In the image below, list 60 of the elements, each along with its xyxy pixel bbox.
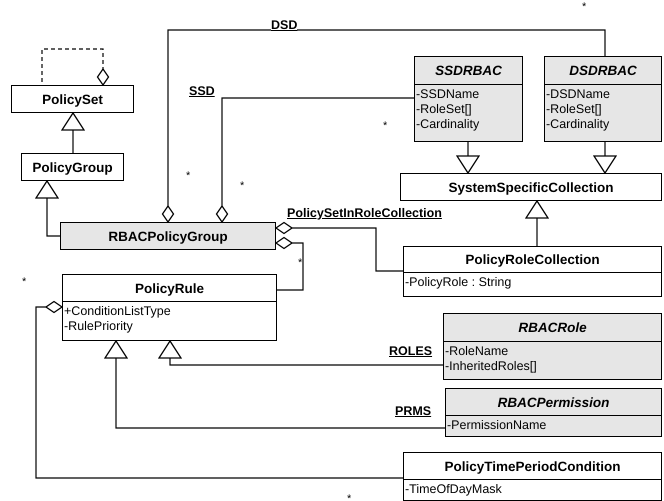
generalization-arrow — [593, 142, 617, 174]
class-name: SystemSpecificCollection — [447, 178, 615, 197]
multiplicity-label: * — [582, 1, 586, 13]
generalization-arrow — [35, 180, 60, 237]
edge-label: PolicySetInRoleCollection — [287, 206, 442, 220]
class-box — [544, 56, 662, 142]
class-name: RBACRole — [444, 314, 661, 342]
attribute: -RulePriority — [63, 319, 134, 334]
class-name: PolicyRoleCollection — [404, 247, 661, 273]
class-name: PolicyGroup — [31, 158, 114, 177]
attribute: -RoleSet[] — [545, 102, 603, 117]
aggregation-line — [162, 29, 606, 223]
attribute: -SSDName — [415, 86, 480, 102]
class-name: DSDRBAC — [545, 57, 661, 85]
edge-label: SSD — [189, 84, 215, 98]
attribute: -TimeOfDayMask — [404, 481, 503, 497]
multiplicity-label: * — [347, 493, 352, 501]
class-box — [11, 85, 134, 113]
attribute: +ConditionListType — [63, 303, 172, 319]
attribute: -PermissionName — [446, 417, 548, 433]
edge-label: ROLES — [389, 344, 432, 358]
attribute: -RoleName — [444, 343, 510, 359]
multiplicity-label: * — [240, 180, 244, 192]
aggregation-line — [275, 236, 304, 291]
class-name: SSDRBAC — [415, 57, 522, 85]
generalization-arrow — [104, 340, 445, 429]
class-name: PolicySet — [41, 90, 104, 109]
class-box — [400, 173, 662, 201]
aggregation-line — [216, 97, 414, 223]
edge-label: PRMS — [395, 404, 432, 418]
class-box — [445, 388, 662, 437]
multiplicity-label: * — [383, 120, 388, 132]
aggregation-line — [41, 48, 110, 86]
generalization-arrow — [525, 200, 549, 246]
class-box — [403, 452, 662, 501]
attribute: -PolicyRole : String — [404, 274, 512, 290]
class-box — [62, 274, 277, 341]
generalization-arrow — [61, 112, 85, 153]
class-box — [60, 222, 276, 250]
multiplicity-label: * — [186, 170, 190, 182]
multiplicity-label: * — [298, 257, 302, 269]
class-name: RBACPolicyGroup — [107, 228, 229, 246]
aggregation-line — [35, 300, 403, 479]
edge-label: DSD — [271, 18, 298, 32]
class-box — [443, 313, 662, 380]
aggregation-line — [275, 222, 403, 272]
class-name: PolicyTimePeriodCondition — [404, 453, 661, 480]
attribute: -RoleSet[] — [415, 102, 473, 117]
multiplicity-label: * — [22, 276, 26, 288]
attribute: -DSDName — [545, 86, 611, 102]
class-box — [21, 153, 124, 181]
generalization-arrow — [456, 142, 480, 174]
attribute: -Cardinality — [545, 117, 610, 132]
generalization-arrow — [158, 340, 443, 366]
class-box — [414, 56, 523, 142]
attribute: -Cardinality — [415, 117, 480, 132]
class-box — [403, 246, 662, 297]
class-name: PolicyRule — [63, 275, 276, 302]
attribute: -InheritedRoles[] — [444, 359, 538, 374]
class-name: RBACPermission — [446, 389, 661, 416]
